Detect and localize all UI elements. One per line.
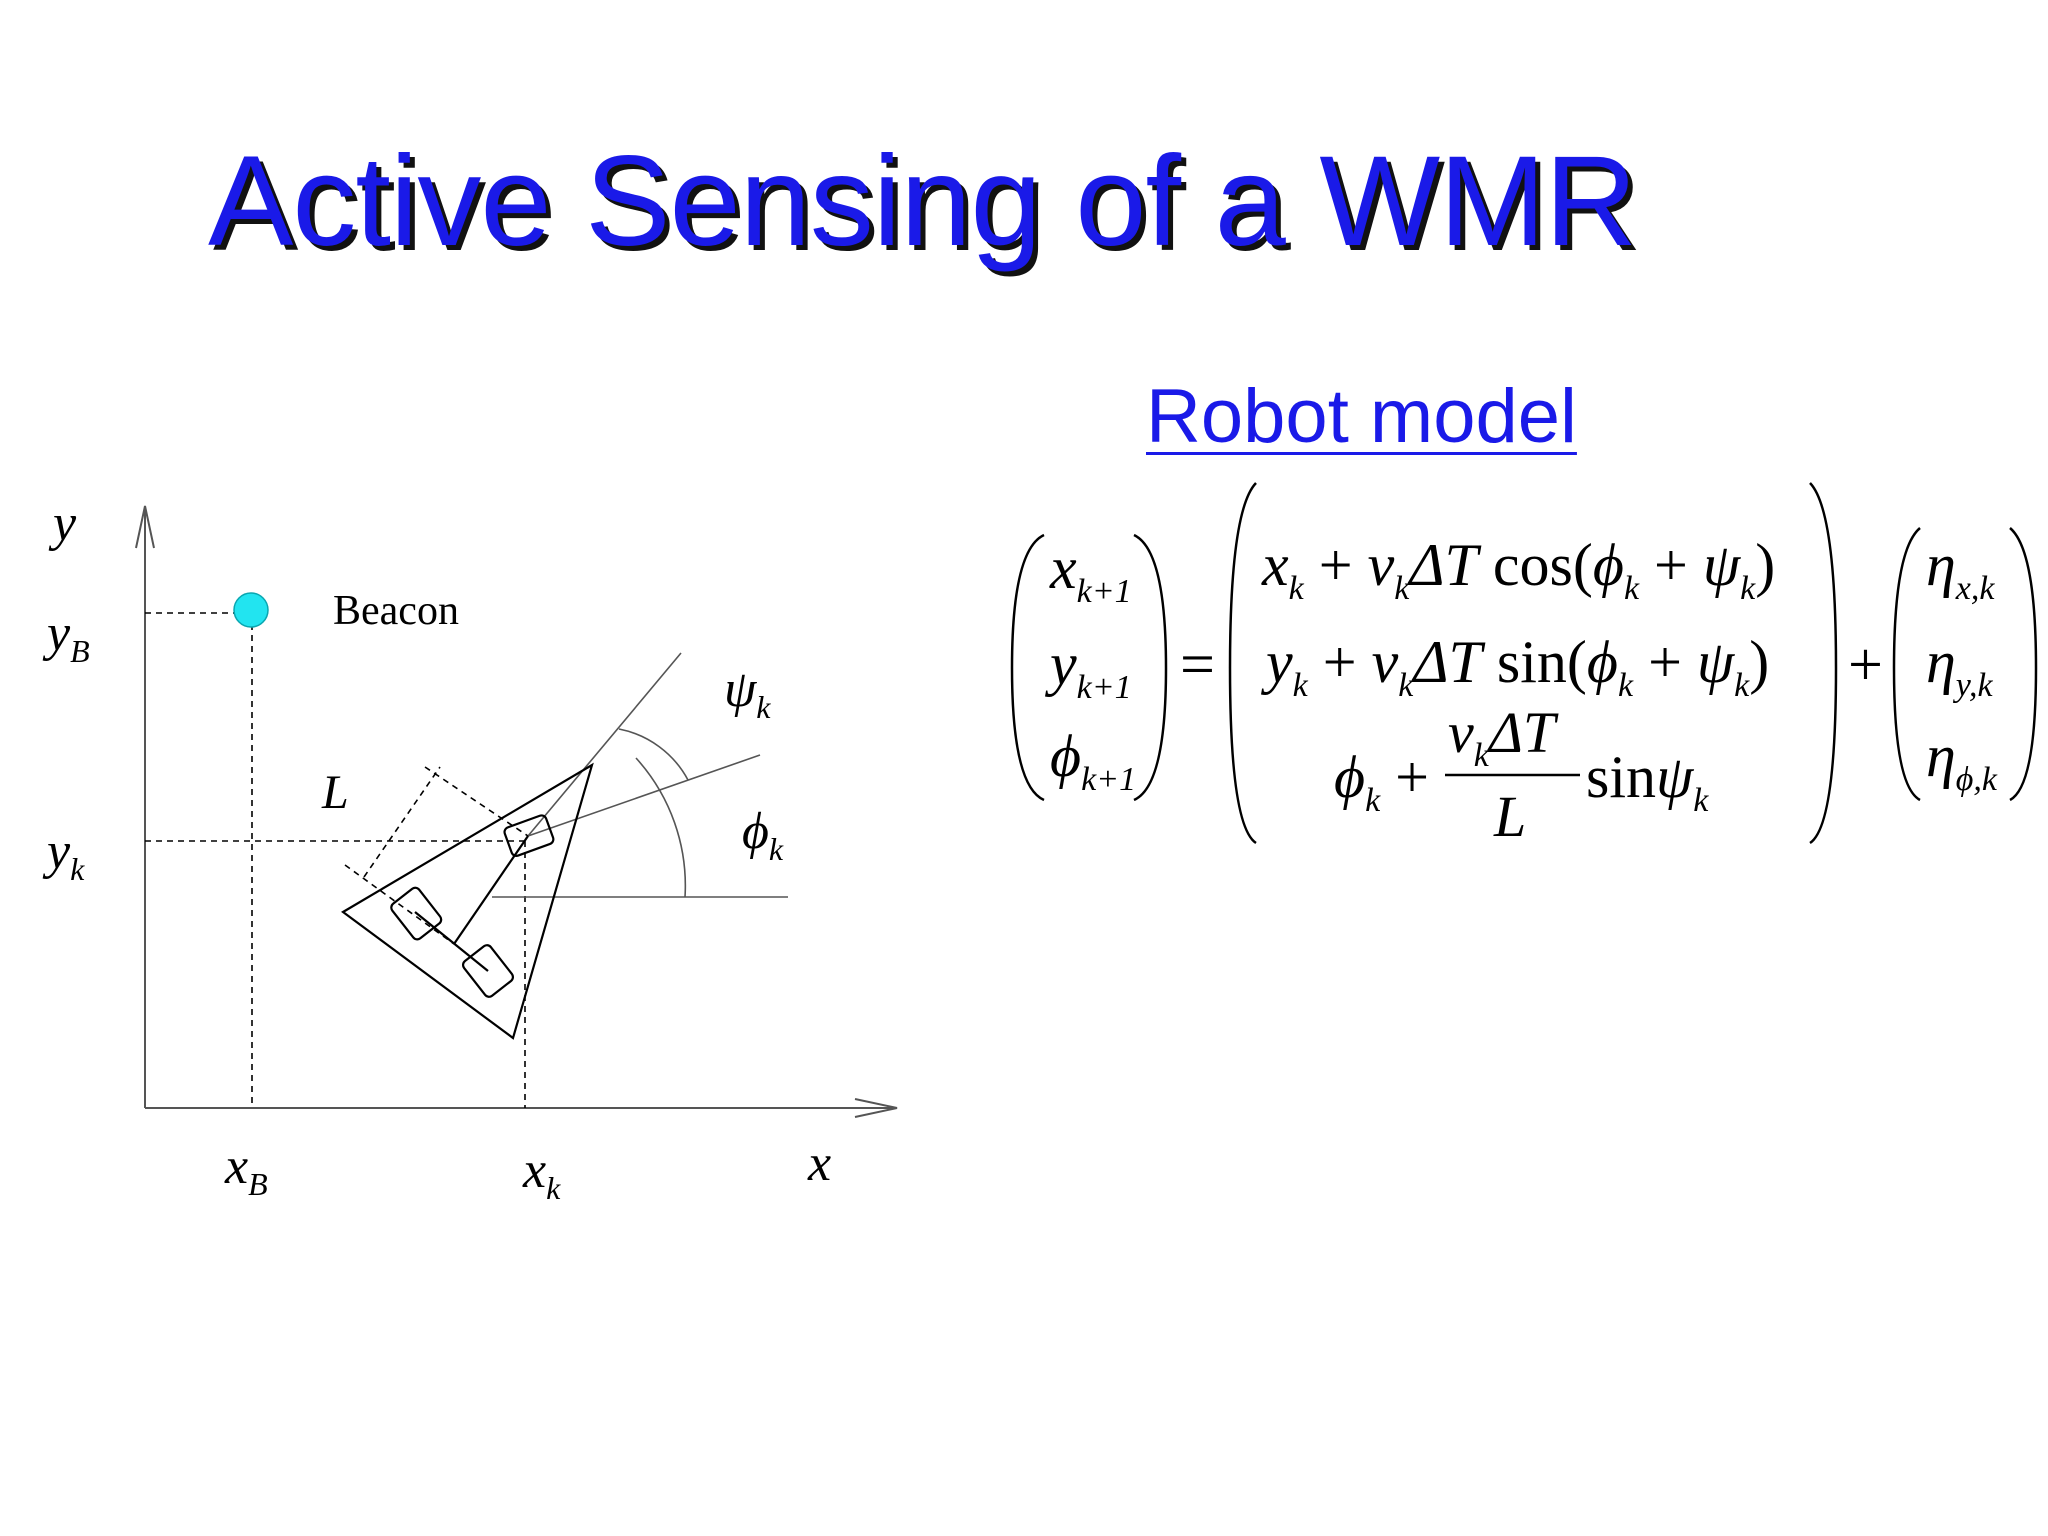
robot-model-link[interactable]: Robot model (1146, 374, 1577, 459)
heading-lines (492, 652, 788, 898)
svg-text:L: L (1493, 784, 1526, 849)
psi-label: ψk (724, 661, 771, 725)
wheel-front (503, 814, 555, 857)
svg-text:sinψk: sinψk (1586, 744, 1709, 819)
x-axis-label: x (807, 1135, 831, 1192)
guide-lines (145, 612, 526, 1108)
y-axis-label: y (48, 495, 77, 552)
y-beacon-label: yB (42, 605, 90, 669)
noise-x: ηx,k (1926, 532, 1995, 607)
plus-sign: + (1848, 631, 1883, 699)
length-label: L (321, 766, 349, 819)
noise-phi: ηϕ,k (1926, 723, 1998, 798)
lhs-y: yk+1 (1044, 631, 1132, 706)
phi-label: ϕk (742, 803, 784, 867)
wheel-left (390, 886, 443, 941)
x-robot-label: xk (522, 1142, 561, 1206)
wheel-right (461, 944, 515, 998)
matrix-brackets (1010, 482, 2038, 845)
rhs-row-2: yk + vkΔT sin(ϕk + ψk) (1260, 629, 1769, 704)
beacon-marker (233, 592, 269, 628)
rhs-row-3: ϕk + vkΔT L sinψk (1334, 700, 1709, 849)
beacon-label: Beacon (333, 588, 459, 634)
slide-title: Active Sensing of a WMR (208, 130, 1637, 273)
robot-body (341, 762, 594, 1040)
lhs-x: xk+1 (1049, 535, 1132, 610)
equals-sign: = (1180, 631, 1215, 699)
x-beacon-label: xB (224, 1138, 268, 1202)
length-dimension (344, 766, 529, 945)
rhs-row-1: xk + vkΔT cos(ϕk + ψk) (1261, 532, 1775, 607)
svg-text:ϕk +: ϕk + (1334, 744, 1429, 819)
coordinate-axes (135, 505, 898, 1118)
y-robot-label: yk (42, 823, 85, 887)
noise-y: ηy,k (1926, 629, 1993, 704)
lhs-phi: ϕk+1 (1050, 723, 1136, 798)
svg-text:vkΔT: vkΔT (1448, 700, 1559, 774)
